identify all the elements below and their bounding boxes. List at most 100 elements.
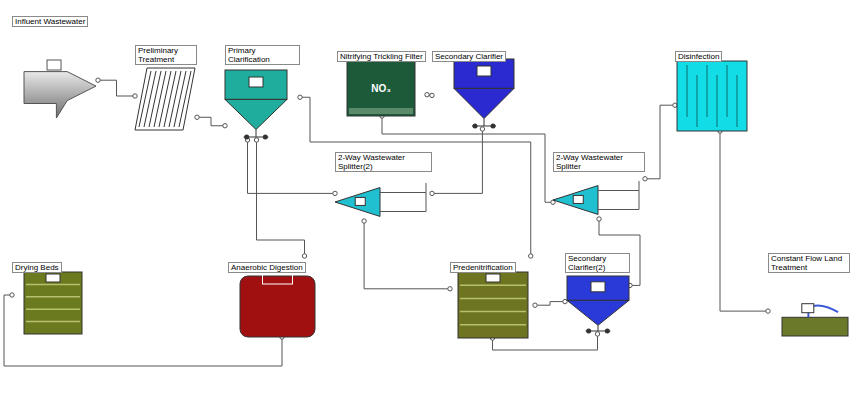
unit-icon	[240, 272, 315, 337]
flow-port	[362, 219, 366, 223]
process-unit: Anaerobic Digestion	[228, 256, 318, 337]
unit-label: Disinfection	[675, 51, 722, 62]
unit-label: Predenitrification	[450, 262, 516, 273]
baffle	[717, 75, 718, 127]
tank-tag	[46, 274, 60, 282]
unit-label: Constant Flow Land Treatment	[768, 253, 850, 273]
unit-icon	[454, 59, 514, 129]
clarifier-top	[225, 70, 287, 99]
clarifier-top	[567, 276, 629, 300]
screen-bar	[174, 71, 186, 127]
flow-line	[257, 140, 305, 256]
tank-band	[460, 311, 526, 313]
process-unit: Drying Beds	[12, 256, 84, 334]
screen-bar	[154, 71, 166, 127]
flow-port	[133, 94, 137, 98]
filter-base	[349, 108, 413, 114]
process-unit: 2-Way Wastewater Splitter(2)	[335, 152, 432, 221]
unit-icon	[225, 70, 287, 140]
flow-line	[248, 140, 336, 193]
splitter-body	[553, 186, 598, 215]
clarifier-outlet	[256, 130, 257, 138]
unit-icon	[135, 68, 195, 130]
clarifier-top	[454, 59, 514, 88]
clarifier-outlet	[598, 325, 599, 331]
clarifier-cone	[454, 88, 514, 118]
flow-port	[302, 254, 306, 258]
digester-hatch	[263, 272, 293, 284]
process-unit: Predenitrification	[450, 256, 535, 338]
unit-label: Secondary Clarifier	[432, 51, 506, 62]
unit-label: Secondary Clarifier(2)	[565, 253, 630, 273]
unit-icon	[458, 272, 528, 338]
unit-label: Preliminary Treatment	[135, 45, 197, 65]
screen-bar	[159, 71, 171, 127]
unit-label: 2-Way Wastewater Splitter(2)	[335, 152, 432, 172]
baffle	[697, 75, 698, 127]
clarifier-port	[263, 135, 268, 140]
land-ground	[782, 317, 848, 336]
clarifier-outlet	[484, 119, 485, 127]
clarifier-port	[244, 135, 249, 140]
flow-port	[643, 177, 647, 181]
flow-line	[645, 105, 675, 179]
clarifier-port	[473, 124, 478, 129]
process-unit: Nitrifying Trickling FilterNO₃	[337, 45, 427, 116]
flow-port	[96, 78, 100, 82]
flow-port	[597, 217, 601, 221]
tank-tag	[486, 274, 500, 282]
splitter-outlet	[598, 181, 639, 210]
disinfection-tank	[677, 61, 747, 131]
tank-body	[458, 272, 528, 338]
unit-label: Anaerobic Digestion	[228, 262, 306, 273]
clarifier-port	[605, 329, 610, 334]
flow-line	[300, 97, 531, 256]
process-unit: Disinfection	[675, 45, 750, 131]
flow-line	[98, 80, 135, 96]
clarifier-emblem	[591, 282, 605, 292]
clarifier-emblem	[477, 66, 491, 76]
tank-band	[460, 298, 526, 300]
process-unit: Secondary Clarifier	[432, 45, 516, 129]
flow-port	[333, 191, 337, 195]
flow-line	[432, 129, 482, 193]
unit-label: Nitrifying Trickling Filter	[337, 51, 426, 62]
screen-body	[135, 68, 195, 130]
process-unit: Constant Flow Land Treatment	[768, 253, 850, 336]
unit-icon	[567, 276, 629, 334]
splitter-outlet	[380, 183, 426, 212]
screen-bar	[179, 71, 191, 127]
chemical-formula: NO₃	[371, 83, 391, 94]
unit-label: Influent Wastewater	[12, 16, 88, 27]
flow-port	[10, 293, 14, 297]
baffle	[707, 65, 708, 117]
flow-line	[535, 302, 565, 306]
tank-band	[26, 321, 80, 323]
unit-label: Drying Beds	[12, 262, 62, 273]
baffle	[687, 65, 688, 117]
flow-port	[448, 287, 452, 291]
baffle	[727, 65, 728, 117]
flow-port	[430, 93, 434, 97]
filter-body	[347, 61, 415, 116]
digester-body	[240, 276, 315, 337]
unit-icon	[24, 272, 82, 334]
flow-line	[364, 221, 450, 289]
screen-bar	[139, 71, 151, 127]
clarifier-port	[491, 124, 496, 129]
flow-line	[720, 131, 768, 311]
clarifier-port	[586, 329, 591, 334]
tank-band	[26, 296, 80, 298]
tank-band	[26, 308, 80, 310]
flow-line	[197, 117, 225, 126]
screen-bar	[149, 71, 161, 127]
flow-port	[223, 124, 227, 128]
splitter-emblem	[355, 197, 365, 205]
splitter-emblem	[573, 195, 583, 203]
screen-bar	[164, 71, 176, 127]
flow-port	[766, 309, 770, 313]
tank-body	[24, 272, 82, 334]
process-unit: Secondary Clarifier(2)	[565, 253, 630, 334]
flow-port	[430, 191, 434, 195]
